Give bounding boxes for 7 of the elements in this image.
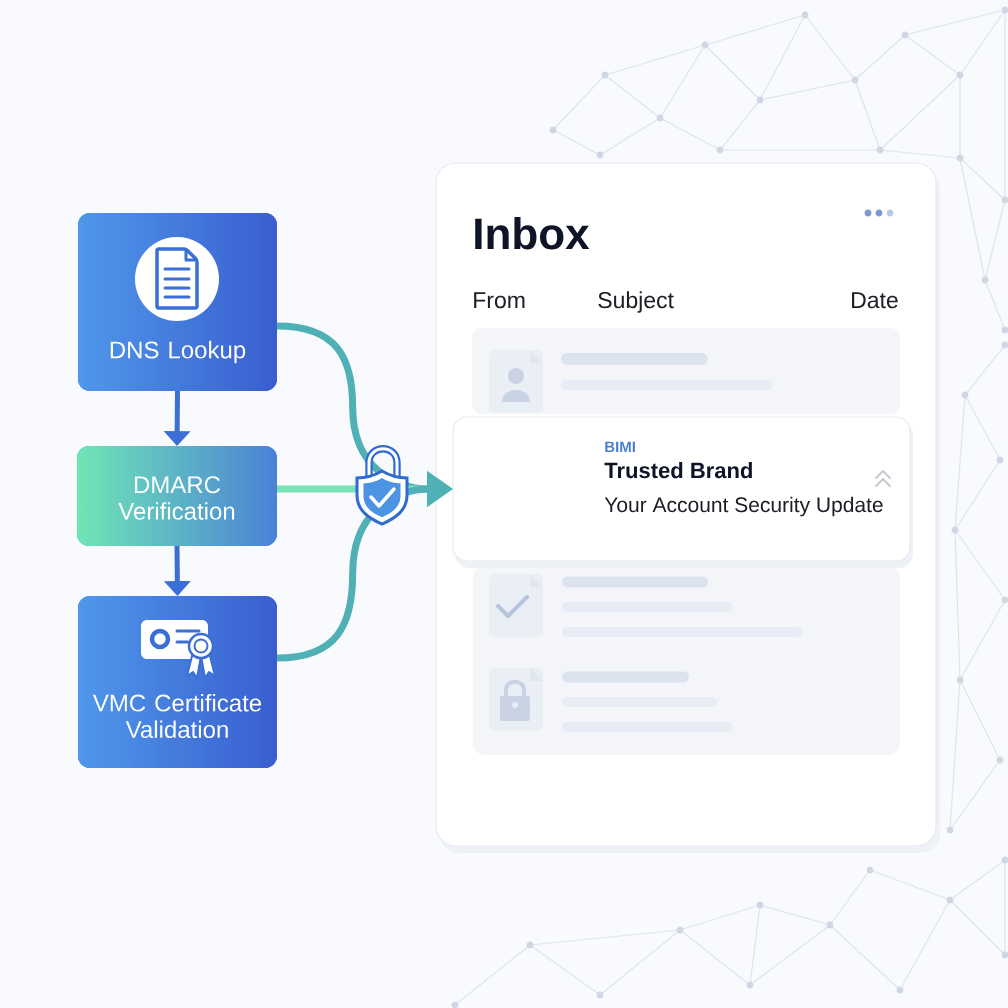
column-header: From: [474, 292, 525, 309]
heading: Inbox: [475, 217, 590, 250]
box-label: VMC Certificate Validation: [92, 693, 262, 739]
column-header: Subject: [598, 291, 674, 313]
box-label: DMARC Verification: [118, 476, 235, 520]
box-label: DNS Lookup: [110, 340, 246, 364]
column-header: Date: [852, 292, 898, 309]
